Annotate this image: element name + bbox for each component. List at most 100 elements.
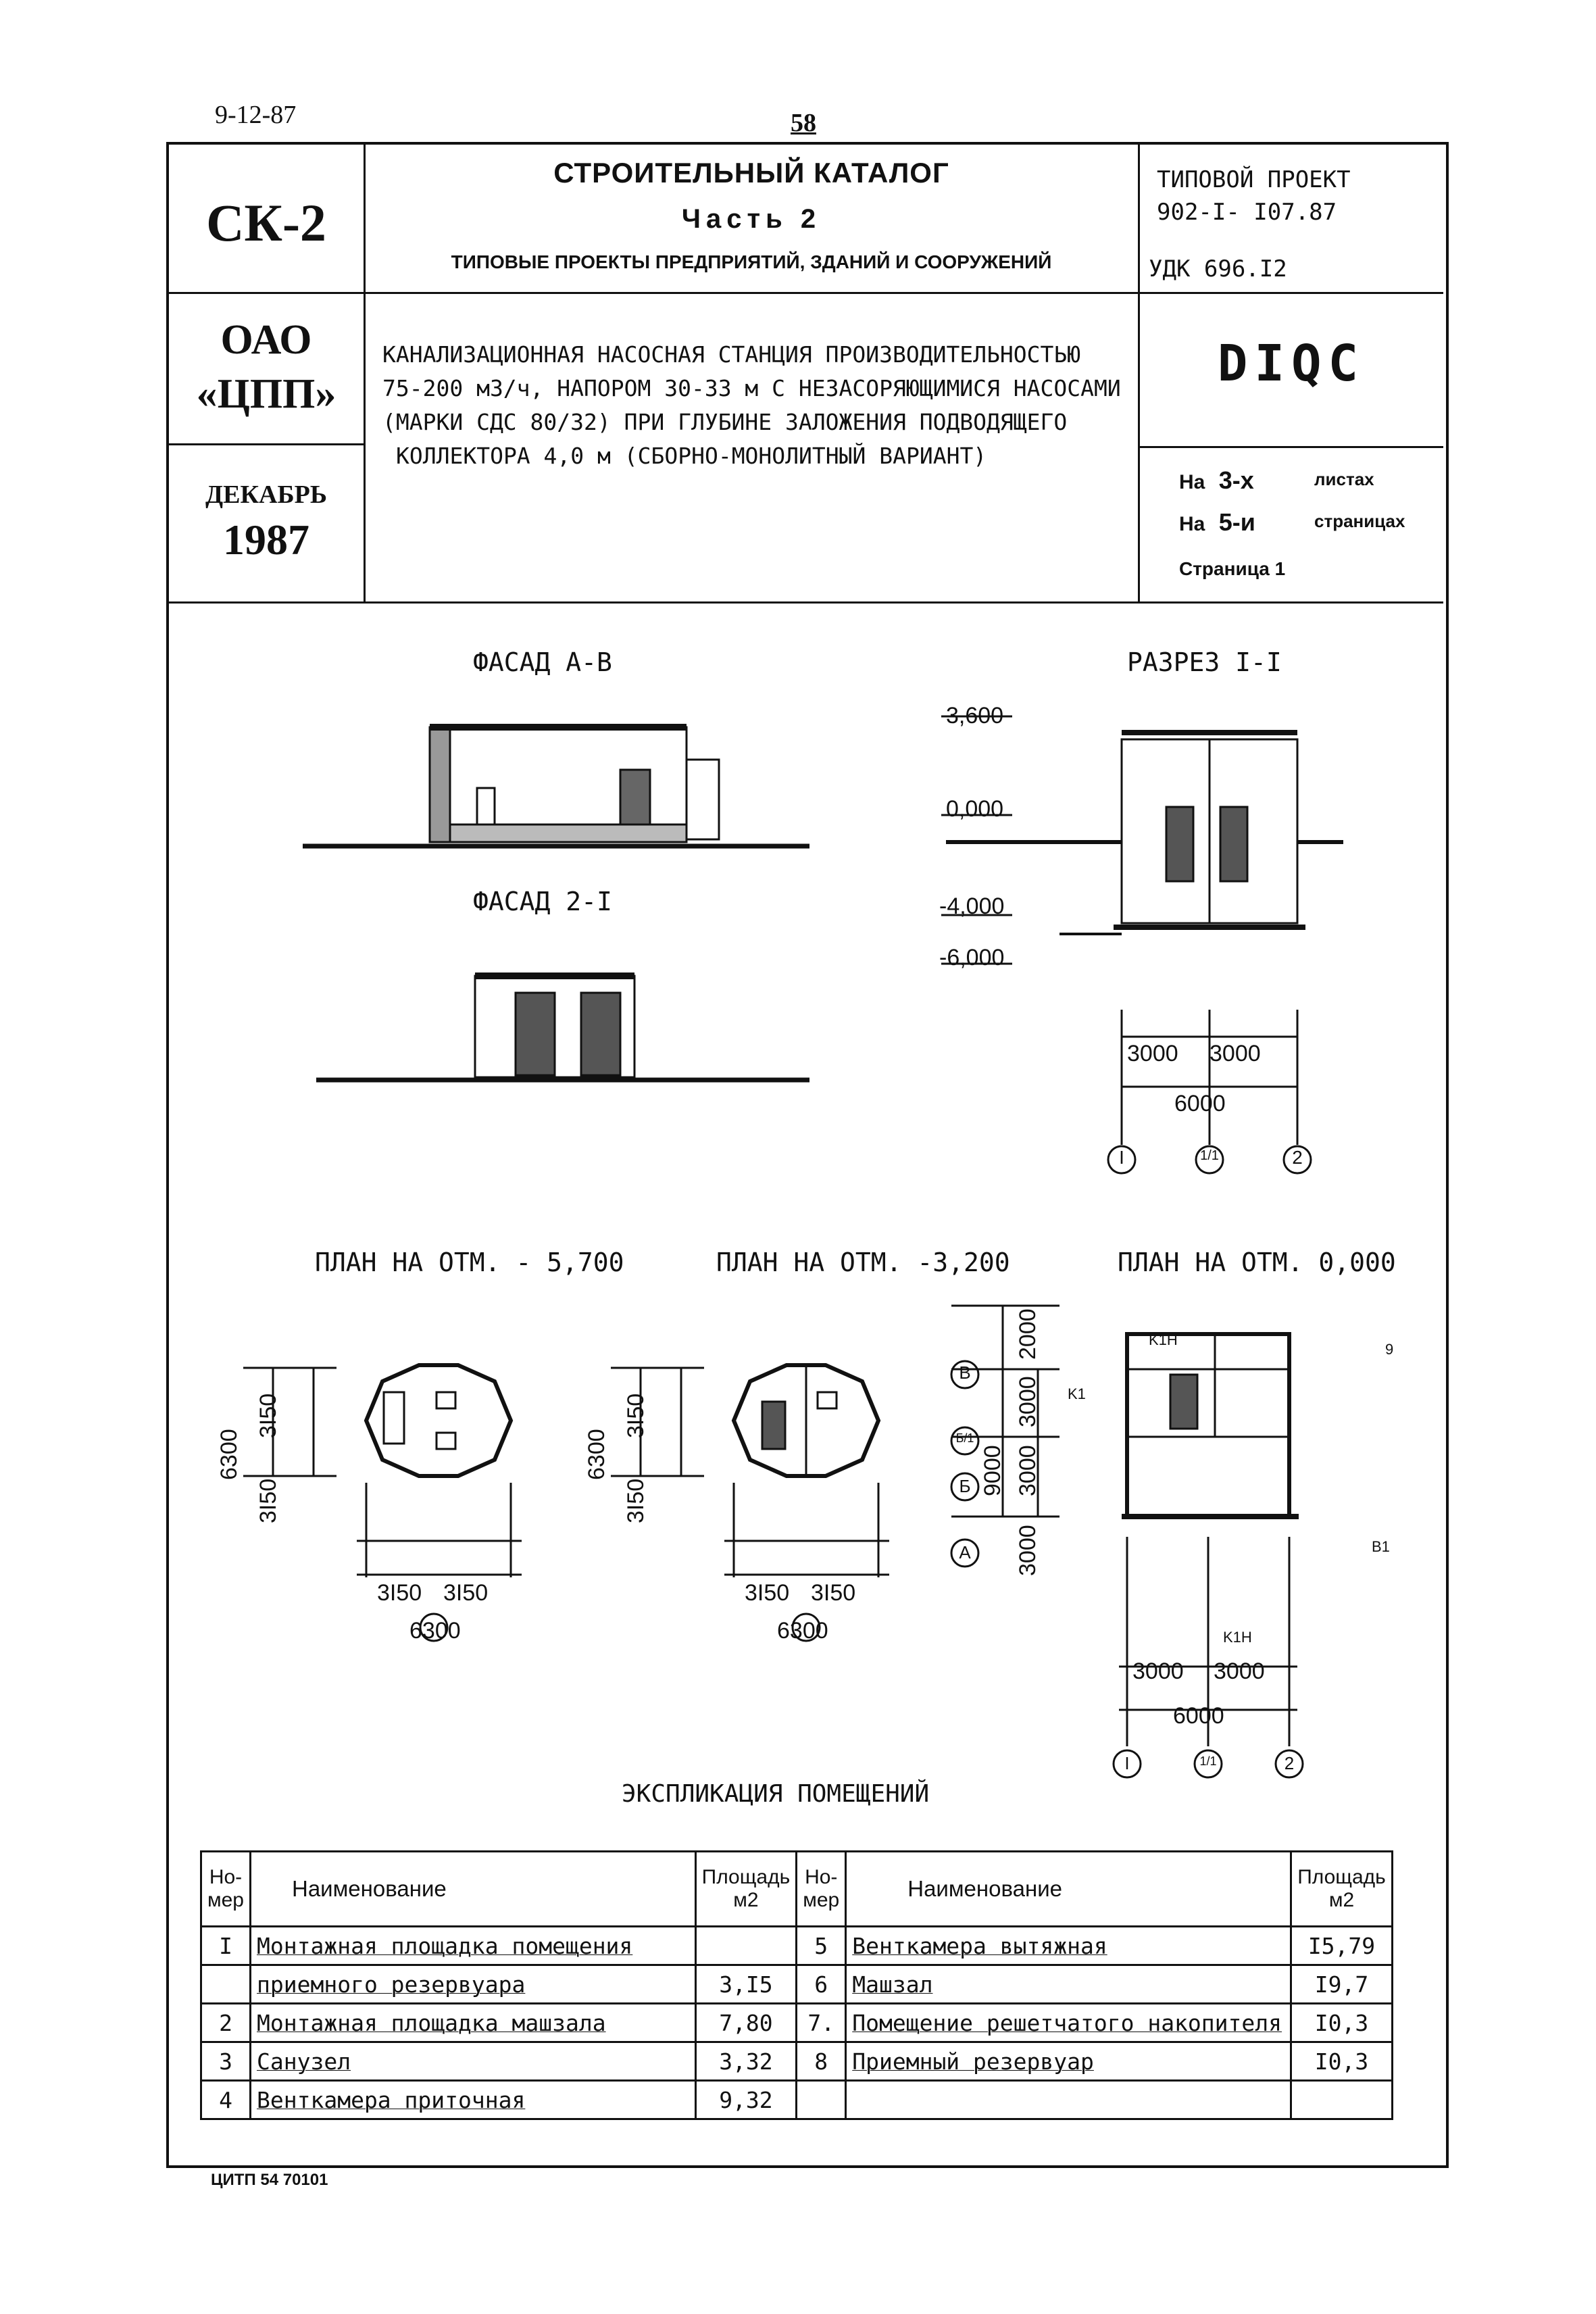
page-number: 58: [791, 109, 816, 137]
table-row: 2 Монтажная площадка машзала 7,80 7. Пом…: [200, 2002, 1394, 2043]
axis-label: В: [959, 1362, 971, 1383]
room-area: 3,I5: [694, 1964, 798, 2004]
issue-year: 1987: [223, 516, 309, 564]
header-divider: [1138, 446, 1443, 448]
facade-21-drawing: [316, 973, 809, 1083]
plan-dimension: 3I50: [623, 1478, 649, 1523]
table-row: I Монтажная площадка помещения 5 Венткам…: [200, 1925, 1394, 1966]
room-area: I5,79: [1289, 1925, 1394, 1966]
header-num: Но-мер: [200, 1850, 251, 1927]
sheet-count-value: 3-х: [1218, 466, 1254, 494]
pipe-mark: K1H: [1149, 1331, 1178, 1348]
room-name: Помещение решетчатого накопителя: [845, 2002, 1292, 2043]
section-dimension: 3000: [1127, 1041, 1178, 1066]
plan-dimension: 3I50: [377, 1580, 422, 1606]
facade-ab-drawing: [303, 724, 809, 849]
current-page-label: Страница 1: [1179, 558, 1286, 579]
catalog-subtitle: ТИПОВЫЕ ПРОЕКТЫ ПРЕДПРИЯТИЙ, ЗДАНИЙ И СО…: [451, 251, 1052, 272]
sheet-count-word: листах: [1314, 469, 1374, 489]
plan-dimension: 6300: [216, 1429, 242, 1480]
plan-5700-title: ПЛАН НА ОТМ. - 5,700: [315, 1248, 624, 1277]
page-count: На 5-и страницах: [1179, 508, 1405, 537]
room-number: 3: [200, 2041, 251, 2082]
level-mark: 3,600: [946, 703, 1004, 729]
pipe-mark: 9: [1385, 1341, 1394, 1358]
catalog-part: Часть 2: [681, 204, 822, 234]
axis-label: А: [959, 1542, 971, 1562]
room-name: [845, 2079, 1292, 2120]
page-count-word: страницах: [1314, 511, 1405, 531]
description-line: КАНАЛИЗАЦИОННАЯ НАСОСНАЯ СТАНЦИЯ ПРОИЗВО…: [382, 341, 1081, 368]
axis-label: I: [1124, 1753, 1130, 1773]
plan-dimension: 2000: [1015, 1308, 1041, 1360]
room-name: Машзал: [845, 1964, 1292, 2004]
room-number: 6: [795, 1964, 847, 2004]
room-number: 4: [200, 2079, 251, 2120]
section-dimension: 6000: [1174, 1091, 1226, 1116]
room-number: I: [200, 1925, 251, 1966]
project-type: ТИПОВОЙ ПРОЕКТ: [1157, 166, 1351, 193]
udk-code: УДК 696.I2: [1149, 255, 1287, 282]
plan-dimension: 3000: [1015, 1525, 1041, 1576]
page-count-prefix: На: [1179, 513, 1205, 535]
plan-3200-drawing: [611, 1363, 889, 1642]
plan-dimension: 6300: [584, 1429, 609, 1480]
level-mark: -6,000: [939, 945, 1005, 970]
room-name: Венткамера приточная: [249, 2079, 697, 2120]
plan-0000-drawing: [950, 1304, 1304, 1779]
pipe-mark: B1: [1372, 1538, 1390, 1555]
room-area: I0,3: [1289, 2002, 1394, 2043]
explication-table: Но-мер Наименование Площадь м2 Но-мер На…: [200, 1850, 1394, 2120]
plan-dimension: 6300: [777, 1618, 828, 1644]
plan-3200-title: ПЛАН НА ОТМ. -3,200: [716, 1248, 1010, 1277]
room-name: Венткамера вытяжная: [845, 1925, 1292, 1966]
page-frame: [166, 142, 1449, 2168]
plan-5700-drawing: [243, 1363, 522, 1642]
axis-label: 2: [1284, 1753, 1295, 1773]
table-row: 4 Венткамера приточная 9,32: [200, 2079, 1394, 2120]
document-date-code: 9-12-87: [215, 101, 297, 129]
room-area: 3,32: [694, 2041, 798, 2082]
plan-dimension: 3I50: [443, 1580, 489, 1606]
plan-dimension: 3I50: [255, 1393, 281, 1438]
room-name: Санузел: [249, 2041, 697, 2082]
level-mark: 0,000: [946, 796, 1004, 822]
plan-dimension: 3000: [1015, 1445, 1041, 1496]
room-number: 8: [795, 2041, 847, 2082]
room-area: I0,3: [1289, 2041, 1394, 2082]
plan-dimension: 3I50: [255, 1478, 281, 1523]
org-name-line2: «ЦПП»: [196, 371, 336, 417]
description-line: (МАРКИ СДС 80/32) ПРИ ГЛУБИНЕ ЗАЛОЖЕНИЯ …: [382, 409, 1068, 435]
axis-label: 2: [1292, 1147, 1303, 1168]
sheet-count: На 3-х листах: [1179, 466, 1374, 495]
room-number: 2: [200, 2002, 251, 2043]
plan-dimension: 6300: [409, 1618, 461, 1644]
plan-dimension: 6000: [1173, 1703, 1224, 1729]
project-number: 902-I- I07.87: [1157, 199, 1337, 226]
series-code: СК-2: [206, 193, 326, 252]
plan-dimension: 3I50: [623, 1393, 649, 1438]
room-area: [694, 1925, 798, 1966]
header-divider: [168, 601, 1443, 604]
room-name: Приемный резервуар: [845, 2041, 1292, 2082]
room-name: Монтажная площадка машзала: [249, 2002, 697, 2043]
explication-title: ЭКСПЛИКАЦИЯ ПОМЕЩЕНИЙ: [622, 1780, 930, 1808]
level-mark: -4,000: [939, 893, 1005, 919]
header-name: Наименование: [249, 1850, 697, 1927]
axis-label: 1/1: [1199, 1754, 1217, 1768]
plan-dimension: 9000: [980, 1445, 1005, 1496]
room-number: [200, 1964, 251, 2004]
axis-label: Б/1: [955, 1431, 974, 1445]
description-line: КОЛЛЕКТОРА 4,0 м (СБОРНО-МОНОЛИТНЫЙ ВАРИ…: [396, 443, 987, 469]
header-name: Наименование: [845, 1850, 1292, 1927]
header-area: Площадь м2: [1289, 1850, 1394, 1927]
axis-label: Б: [959, 1476, 971, 1496]
axis-label: I: [1119, 1147, 1124, 1168]
plan-dimension: 3I50: [745, 1580, 790, 1606]
room-area: I9,7: [1289, 1964, 1394, 2004]
room-name: приемного резервуара: [249, 1964, 697, 2004]
org-name-line1: ОАО: [220, 317, 312, 363]
room-area: [1289, 2079, 1394, 2120]
header-num: Но-мер: [795, 1850, 847, 1927]
plan-dimension: 3000: [1132, 1658, 1184, 1684]
